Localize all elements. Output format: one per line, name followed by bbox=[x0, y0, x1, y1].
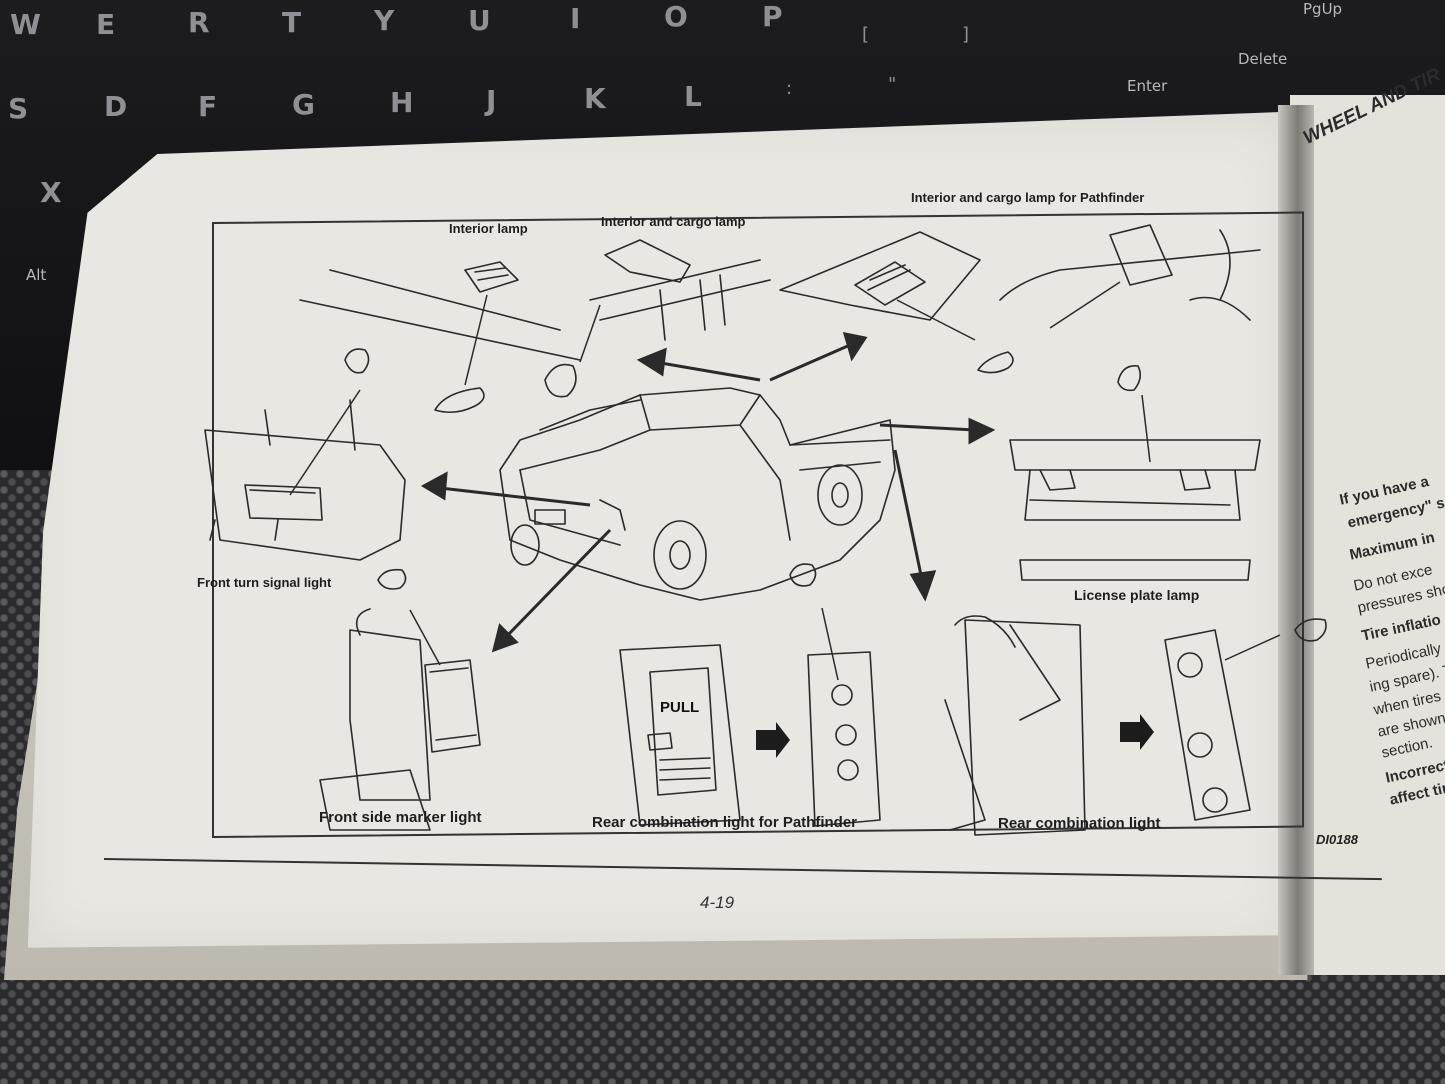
key-left-bracket[interactable]: [ bbox=[862, 24, 870, 45]
key-y[interactable]: Y bbox=[374, 4, 395, 37]
key-alt[interactable]: Alt bbox=[26, 266, 47, 284]
book-right-page bbox=[1290, 95, 1445, 975]
key-o[interactable]: O bbox=[664, 0, 688, 33]
key-x[interactable]: X bbox=[40, 176, 62, 209]
key-r[interactable]: R bbox=[188, 6, 210, 39]
key-s[interactable]: S bbox=[8, 92, 29, 125]
label-interior-cargo-lamp: Interior and cargo lamp bbox=[601, 214, 746, 229]
indicator-arrows bbox=[420, 332, 996, 653]
key-f[interactable]: F bbox=[198, 90, 218, 123]
front-side-marker-drawing bbox=[319, 608, 481, 831]
key-pgup[interactable]: PgUp bbox=[1303, 0, 1343, 18]
rear-combination-drawing bbox=[944, 615, 1327, 836]
interior-lamp-drawing bbox=[299, 261, 581, 414]
key-j[interactable]: J bbox=[486, 84, 497, 117]
key-i[interactable]: I bbox=[570, 2, 581, 35]
label-front-side-marker: Front side marker light bbox=[319, 809, 482, 826]
book-gutter bbox=[1278, 105, 1314, 975]
key-w[interactable]: W bbox=[10, 8, 41, 41]
block-arrow-right bbox=[756, 722, 790, 758]
front-turn-signal-drawing bbox=[204, 399, 407, 590]
pickup-truck-drawing bbox=[499, 387, 896, 601]
page-number: 4-19 bbox=[700, 893, 735, 912]
key-enter[interactable]: Enter bbox=[1127, 77, 1168, 95]
label-rear-combination: Rear combination light bbox=[998, 815, 1161, 832]
key-quote[interactable]: " bbox=[888, 74, 897, 95]
pathfinder-lamp-drawing bbox=[779, 224, 1261, 392]
label-front-turn-signal: Front turn signal light bbox=[197, 575, 332, 590]
key-d[interactable]: D bbox=[104, 90, 128, 123]
key-l[interactable]: L bbox=[684, 80, 702, 113]
key-k[interactable]: K bbox=[584, 82, 606, 115]
rear-combination-pathfinder-drawing bbox=[619, 563, 881, 827]
figure-code: DI0188 bbox=[1316, 832, 1358, 847]
label-pull: PULL bbox=[660, 699, 700, 716]
key-e[interactable]: E bbox=[96, 8, 116, 41]
label-interior-lamp: Interior lamp bbox=[449, 221, 528, 236]
key-colon[interactable]: : bbox=[786, 78, 793, 99]
block-arrow-right bbox=[1120, 714, 1154, 750]
key-p[interactable]: P bbox=[762, 0, 783, 33]
key-t[interactable]: T bbox=[282, 6, 302, 39]
key-right-bracket[interactable]: ] bbox=[962, 24, 970, 45]
thin-arrows bbox=[289, 281, 1281, 681]
label-rear-combination-pathfinder: Rear combination light for Pathfinder bbox=[592, 814, 858, 831]
interior-cargo-lamp-drawing bbox=[544, 239, 771, 398]
key-u[interactable]: U bbox=[468, 4, 491, 37]
license-plate-lamp-drawing bbox=[1009, 439, 1261, 581]
key-g[interactable]: G bbox=[292, 88, 315, 121]
key-h[interactable]: H bbox=[390, 86, 414, 119]
label-license-plate-lamp: License plate lamp bbox=[1074, 587, 1200, 603]
label-interior-cargo-lamp-pathfinder: Interior and cargo lamp for Pathfinder bbox=[911, 190, 1145, 205]
key-delete[interactable]: Delete bbox=[1238, 50, 1288, 68]
